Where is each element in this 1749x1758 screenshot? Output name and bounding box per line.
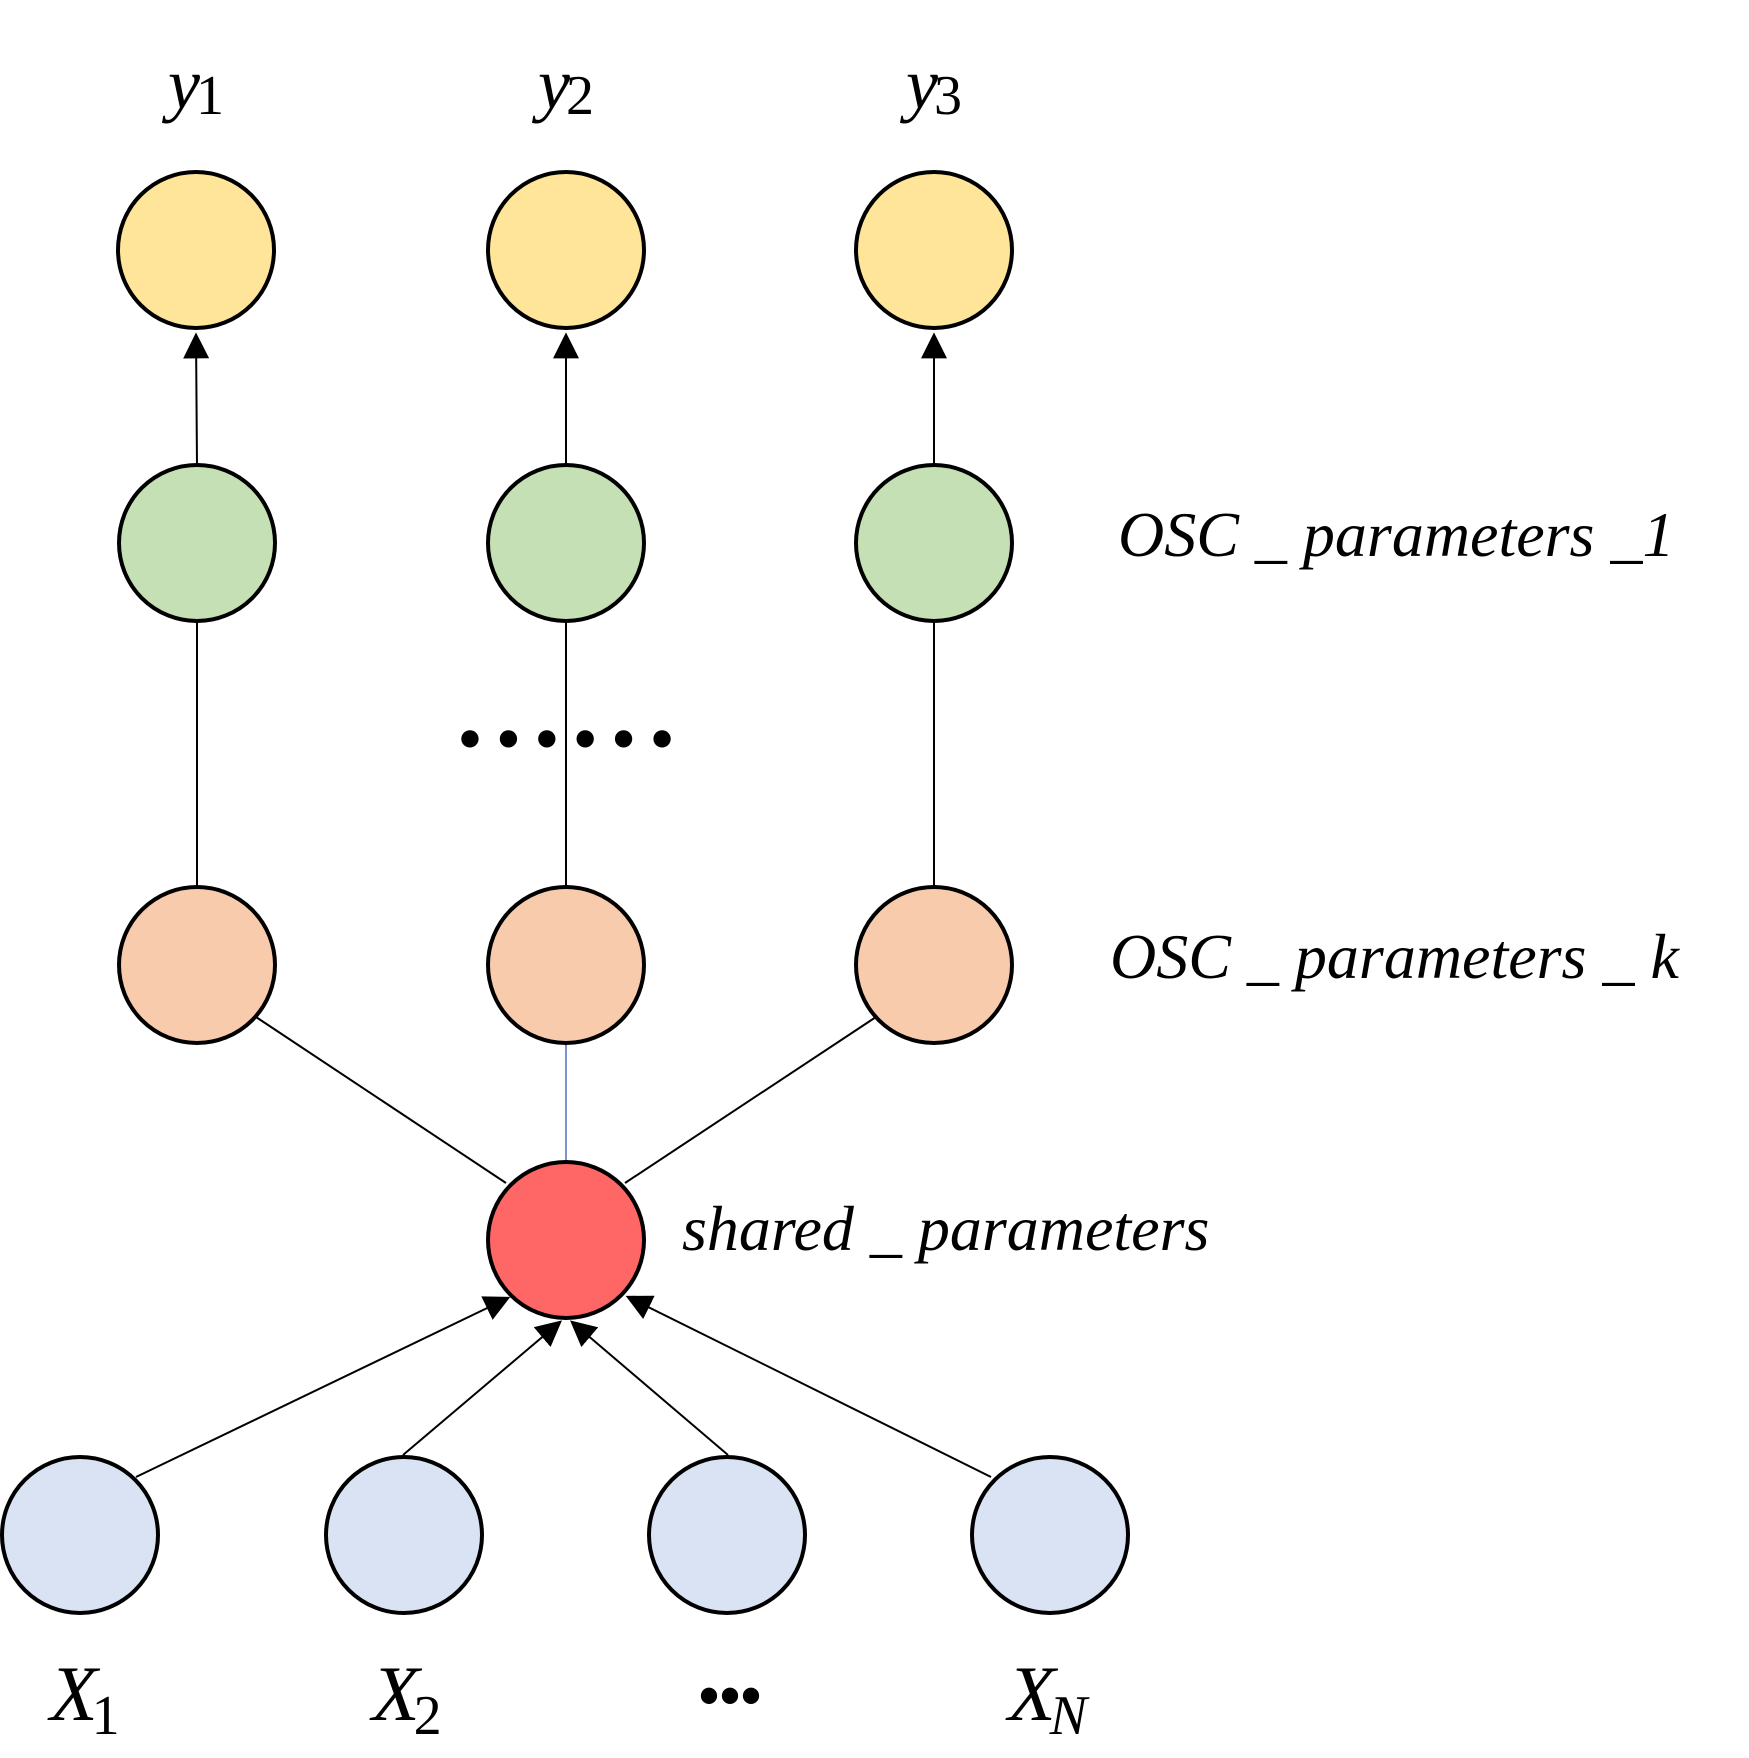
output-label-y2: y2 — [531, 44, 594, 127]
output-node-y1 — [116, 170, 276, 330]
shared-to-osck-edges — [255, 1016, 877, 1184]
osc1-node-col2 — [486, 463, 646, 623]
input-label-x2: X2 — [369, 1650, 442, 1747]
osck-node-col3 — [854, 885, 1014, 1045]
osc1-to-output-edges — [183, 332, 947, 466]
input-label-xn: XN — [1005, 1650, 1090, 1747]
output-node-y3 — [854, 170, 1014, 330]
input-layer — [0, 1455, 1130, 1615]
osc1-node-col3 — [854, 463, 1014, 623]
input-label-ellipsis: ••• — [698, 1663, 761, 1729]
edge-x3-to-shared — [570, 1320, 729, 1456]
output-labels: y1 y2 y3 — [161, 44, 962, 127]
input-label-x1: X1 — [47, 1650, 120, 1747]
output-layer — [116, 170, 1014, 330]
edge-shared-to-osck-col3 — [624, 1016, 877, 1184]
osc-parameters-1-layer — [117, 463, 1014, 623]
input-labels: X1 X2 ••• XN — [47, 1650, 1090, 1747]
osc-parameters-k-layer — [117, 885, 1014, 1045]
shared-parameters-label: shared _ parameters — [682, 1193, 1209, 1264]
edge-x2-to-shared — [402, 1320, 562, 1456]
edge-shared-to-osck-col1 — [255, 1016, 507, 1184]
middle-layers-ellipsis: • • • • • • — [459, 703, 673, 774]
input-node-xn — [970, 1455, 1130, 1615]
osck-node-col1 — [117, 885, 277, 1045]
edge-x1-to-shared — [135, 1296, 511, 1478]
input-node-ellipsis — [647, 1455, 807, 1615]
edge-osc1-col1-to-y1 — [183, 332, 210, 466]
output-label-y3: y3 — [899, 44, 962, 127]
osc-parameters-k-label: OSC _ parameters _ k — [1110, 921, 1680, 992]
osc-parameters-1-label: OSC _ parameters _1 — [1118, 499, 1674, 570]
osck-node-col2 — [486, 885, 646, 1045]
output-node-y2 — [486, 170, 646, 330]
input-node-x2 — [324, 1455, 484, 1615]
output-label-y1: y1 — [161, 44, 224, 127]
osck-to-osc1-edges — [196, 620, 935, 887]
osc1-node-col1 — [117, 463, 277, 623]
input-node-x1 — [0, 1455, 160, 1615]
shared-parameters-node — [486, 1160, 646, 1320]
edge-xn-to-shared — [625, 1295, 992, 1478]
input-to-shared-edges — [135, 1295, 992, 1478]
